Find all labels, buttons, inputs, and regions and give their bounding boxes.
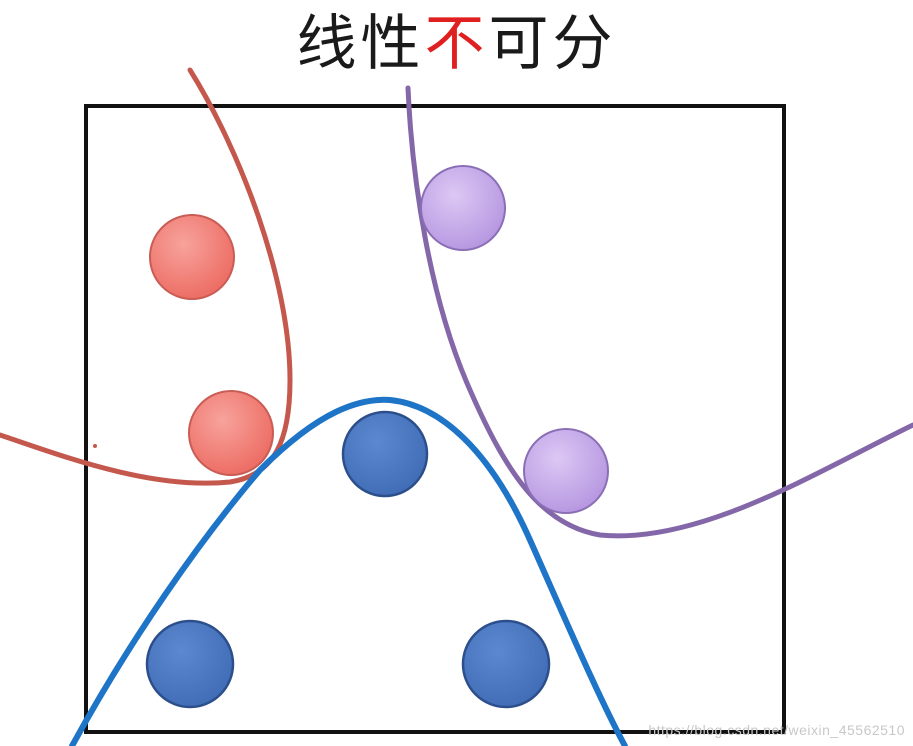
red-point	[149, 214, 235, 300]
purple-point	[420, 165, 506, 251]
title-part-not: 不	[424, 9, 489, 79]
blue-point	[461, 619, 551, 709]
purple-point	[523, 428, 609, 514]
title-part-linear: 线性	[296, 9, 425, 79]
watermark-text: https://blog.csdn.net/weixin_45562510	[648, 722, 905, 738]
blue-boundary-curve	[69, 396, 628, 746]
red-boundary-curve	[0, 67, 293, 486]
plot-frame	[84, 104, 786, 734]
title-part-separable: 可分	[488, 9, 617, 79]
blue-point	[341, 410, 429, 498]
diagram-title: 线性不可分	[0, 4, 913, 84]
blue-point	[145, 619, 235, 709]
speck-mark	[93, 444, 97, 448]
purple-boundary-curve	[405, 85, 913, 539]
red-point	[188, 390, 274, 476]
